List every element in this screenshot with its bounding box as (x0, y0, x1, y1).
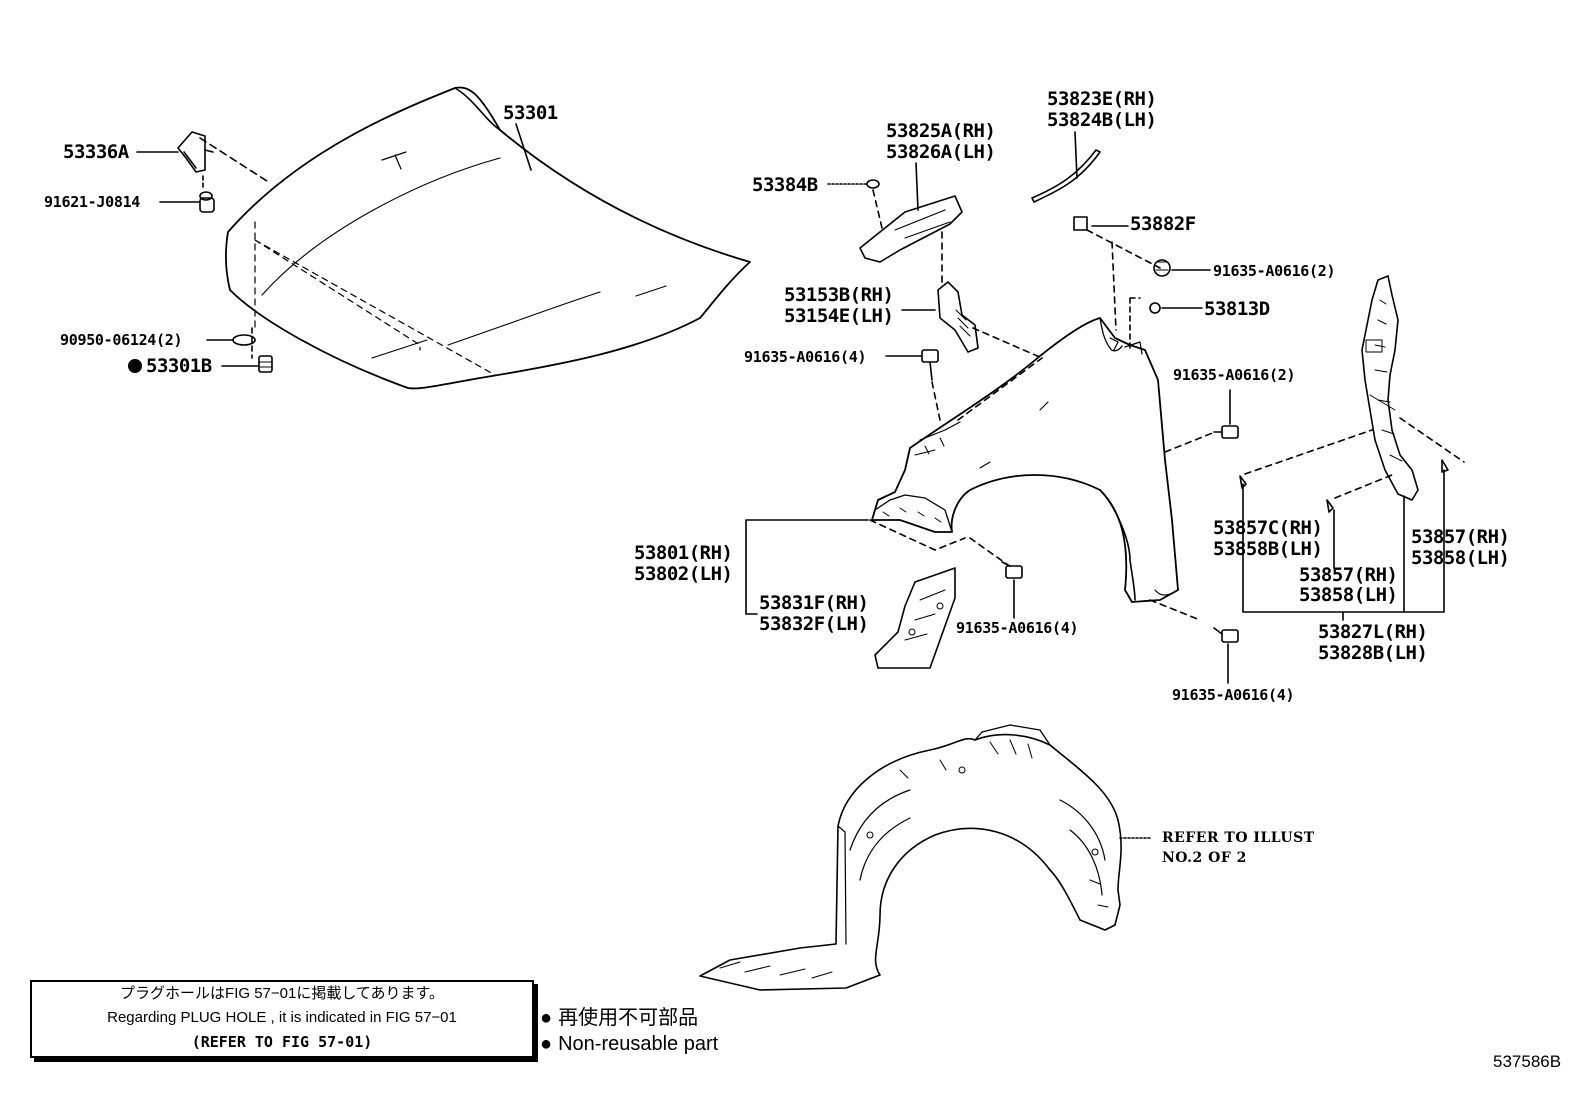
hood-plug-drawing (206, 334, 256, 346)
label-support-rh: 53153B(RH) (784, 284, 894, 306)
clip-53384b-drawing (827, 179, 883, 229)
legend-jp-text: 再使用不可部品 (558, 1007, 699, 1029)
figure-id: 537586B (1493, 1052, 1562, 1071)
label-bolt-mid-right: 91635-A0616(2) (1173, 366, 1296, 384)
label-bolt-upper-left: 91635-A0616(4) (744, 348, 867, 366)
hood-leader (515, 123, 532, 171)
label-protector-lh-1: 53858(LH) (1299, 584, 1398, 606)
label-protector-b-lh: 53858B(LH) (1213, 538, 1323, 560)
label-fender-seal-rh: 53823E(RH) (1047, 88, 1157, 110)
label-refer-line2: NO.2 OF 2 (1162, 850, 1247, 866)
label-protector-assy-rh: 53827L(RH) (1318, 621, 1428, 643)
label-hood-plug: 90950-06124(2) (60, 331, 183, 349)
protector-leaders (1242, 469, 1445, 621)
fender-drawing (869, 317, 1216, 621)
legend-dot-icon: ● (540, 1007, 553, 1029)
non-reusable-marker (128, 359, 142, 373)
label-bolt-lower-right: 91635-A0616(4) (1172, 686, 1295, 704)
label-hood: 53301 (503, 102, 558, 124)
fender-liner-drawing (699, 724, 1153, 991)
label-hinge-bolt: 91621-J0814 (44, 193, 141, 211)
hood-cushion-drawing (221, 355, 273, 373)
legend-en: ●Non-reusable part (540, 1032, 718, 1056)
bolt-lower-mid-drawing (1001, 561, 1023, 619)
label-hood-hinge: 53336A (63, 141, 129, 163)
label-hood-cushion: 53301B (146, 355, 212, 377)
bracket-drawing (859, 162, 963, 283)
clip-53882f-drawing (1073, 216, 1161, 331)
legend-jp: ●再使用不可部品 (540, 1006, 698, 1030)
label-fender-rh: 53801(RH) (634, 542, 733, 564)
label-fender-lh: 53802(LH) (634, 563, 733, 585)
label-protector-rh-1: 53857(RH) (1299, 564, 1398, 586)
label-bracket-lh: 53826A(LH) (886, 141, 996, 163)
label-fender-brace-lh: 53832F(LH) (759, 613, 869, 635)
plug-hole-note: プラグホールはFIG 57−01に掲載してあります。 Regarding PLU… (30, 980, 534, 1058)
fender-seal-drawing (1031, 131, 1101, 203)
bolt-upper-left-drawing (885, 349, 941, 421)
bolt-top-right-drawing (1153, 259, 1211, 277)
fender-brace-drawing (874, 567, 956, 669)
label-support-lh: 53154E(LH) (784, 305, 894, 327)
note-line-ref: (REFER TO FIG 57-01) (191, 1033, 373, 1051)
legend-en-text: Non-reusable part (558, 1033, 719, 1055)
bolt-lower-right-drawing (1213, 627, 1239, 684)
label-fender-seal-lh: 53824B(LH) (1047, 109, 1157, 131)
note-line-jp: プラグホールはFIG 57−01に掲載してあります。 (120, 985, 444, 1002)
bolt-mid-right-drawing (1213, 389, 1239, 439)
label-clip-53813d: 53813D (1204, 298, 1270, 320)
label-refer-line1: REFER TO ILLUST (1162, 830, 1315, 846)
hinge-bolt-drawing (159, 175, 215, 213)
label-protector-assy-lh: 53828B(LH) (1318, 642, 1428, 664)
fender-leader (745, 519, 869, 615)
side-protector-drawing (1361, 275, 1419, 501)
legend-dot-icon: ● (540, 1033, 553, 1055)
label-protector-c-rh: 53857C(RH) (1213, 517, 1323, 539)
label-clip-53384b: 53384B (752, 174, 818, 196)
hood-hinge-drawing (136, 131, 214, 173)
label-fender-brace-rh: 53831F(RH) (759, 592, 869, 614)
support-drawing (901, 281, 1043, 359)
label-bolt-top-right: 91635-A0616(2) (1213, 262, 1336, 280)
label-bolt-lower-mid: 91635-A0616(4) (956, 619, 1079, 637)
label-protector-lh-2: 53858(LH) (1411, 547, 1510, 569)
clip-53813d-drawing (1129, 297, 1203, 351)
label-bracket-rh: 53825A(RH) (886, 120, 996, 142)
note-line-en: Regarding PLUG HOLE , it is indicated in… (107, 1009, 457, 1026)
label-protector-rh-2: 53857(RH) (1411, 526, 1510, 548)
protector-clips-drawing (1239, 417, 1465, 513)
hood-drawing (199, 86, 751, 390)
label-clip-53882f: 53882F (1130, 213, 1196, 235)
